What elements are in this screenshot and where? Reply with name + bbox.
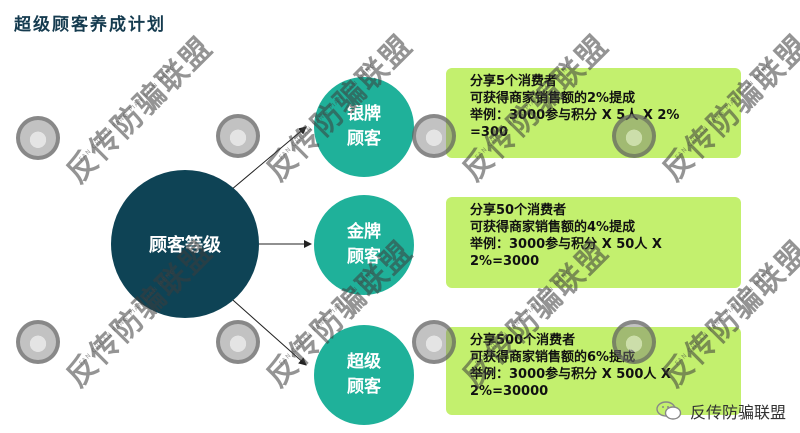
super-label-line1: 超级 — [347, 352, 381, 372]
footer-text: 反传防骗联盟 — [689, 403, 786, 422]
gold-line-1: 分享50个消费者 — [470, 203, 567, 218]
watermark-seal-icon — [412, 320, 456, 364]
silver-line-2: 可获得商家销售额的2%提成 — [470, 91, 636, 106]
gold-label-line1: 金牌 — [347, 222, 381, 242]
gold-label-line2: 顾客 — [347, 247, 381, 267]
gold-customer-node: 金牌 顾客 — [314, 195, 414, 295]
watermark-seal-icon — [216, 114, 260, 158]
silver-label-line1: 银牌 — [347, 104, 381, 124]
silver-line-1: 分享5个消费者 — [470, 74, 558, 89]
super-customer-node: 超级 顾客 — [314, 325, 414, 425]
silver-label-line2: 顾客 — [347, 129, 381, 149]
watermark-seal-icon — [16, 116, 60, 160]
gold-line-3: 举例：3000参与积分 X 50人 X — [470, 237, 662, 252]
gold-line-2: 可获得商家销售额的4%提成 — [470, 220, 636, 235]
customer-level-node: 顾客等级 — [111, 170, 259, 318]
super-line-1: 分享500个消费者 — [470, 333, 576, 348]
wechat-icon — [656, 401, 682, 420]
super-line-4: 2%=30000 — [470, 384, 549, 399]
silver-line-4: =300 — [470, 125, 509, 140]
super-line-3: 举例：3000参与积分 X 500人 X — [470, 367, 671, 382]
footer-attribution: 反传防骗联盟 — [656, 399, 786, 423]
gold-line-4: 2%=3000 — [470, 254, 540, 269]
arrow-to-silver — [224, 126, 307, 196]
super-label-line2: 顾客 — [347, 377, 381, 397]
watermark-seal-icon — [612, 114, 656, 158]
watermark-seal-icon — [412, 114, 456, 158]
super-line-2: 可获得商家销售额的6%提成 — [470, 350, 636, 365]
gold-description-box: 分享50个消费者 可获得商家销售额的4%提成 举例：3000参与积分 X 50人… — [446, 197, 741, 288]
watermark-seal-icon — [612, 320, 656, 364]
arrow-to-super — [224, 292, 307, 366]
watermark-seal-icon — [16, 320, 60, 364]
watermark-seal-icon — [216, 320, 260, 364]
page-title: 超级顾客养成计划 — [14, 15, 166, 35]
super-description-box: 分享500个消费者 可获得商家销售额的6%提成 举例：3000参与积分 X 50… — [446, 327, 741, 415]
silver-customer-node: 银牌 顾客 — [314, 77, 414, 177]
